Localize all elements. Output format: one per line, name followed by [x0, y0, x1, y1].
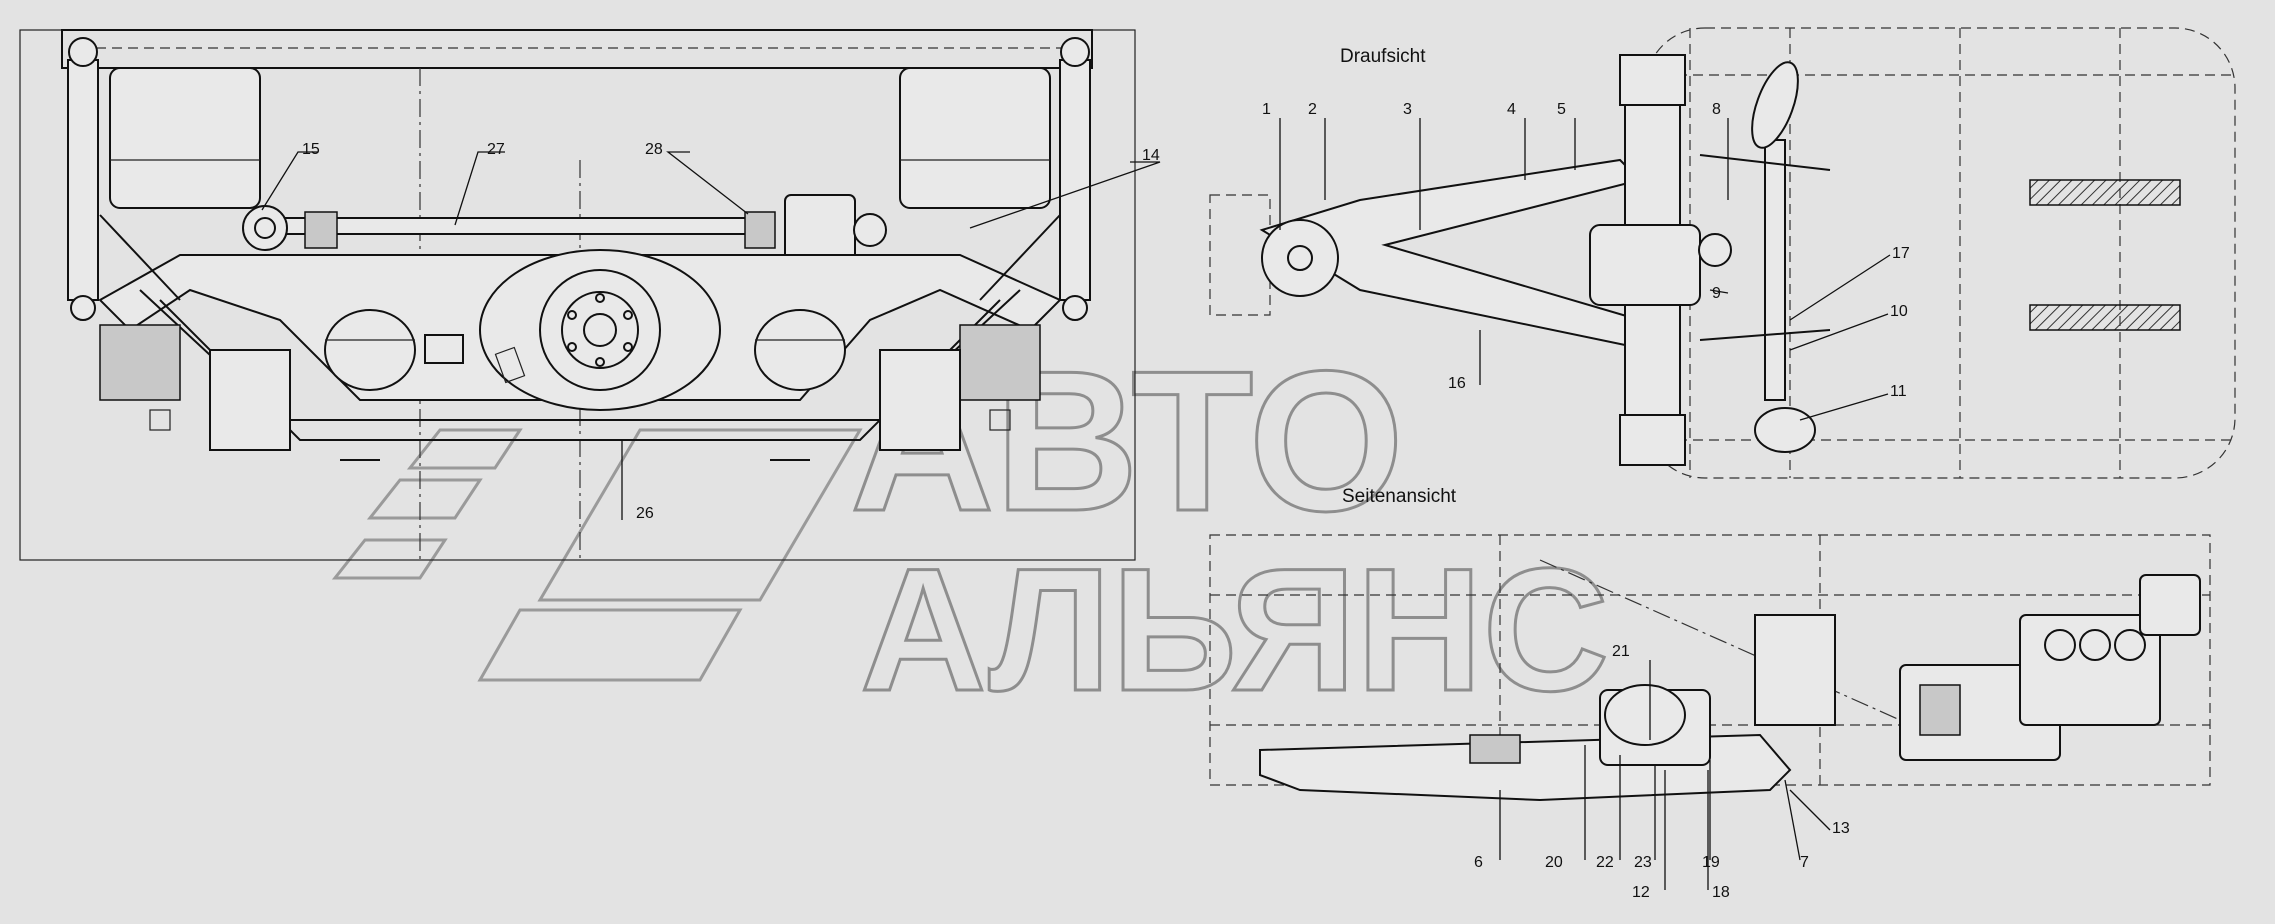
hub-upper	[1619, 54, 1686, 106]
engine-gearbox	[1899, 574, 2201, 761]
top-view-title: Draufsicht	[1340, 46, 1426, 67]
hub-lower	[1619, 414, 1686, 466]
callout-19: 19	[1702, 854, 1720, 871]
top-view: Draufsicht	[1209, 27, 2236, 479]
callout-8: 8	[1712, 101, 1721, 118]
air-spring-side	[1754, 614, 1836, 726]
watermark-line2: АЛЬЯНС	[860, 533, 1609, 728]
callout-2: 2	[1308, 101, 1317, 118]
differential-top	[1589, 224, 1701, 306]
callout-26: 26	[636, 505, 654, 522]
air-tank-right	[899, 67, 1051, 209]
callout-10: 10	[1890, 303, 1908, 320]
crossmember-lower	[2029, 304, 2181, 331]
callout-12: 12	[1632, 884, 1650, 901]
vehicle-frame-outline	[1644, 27, 2236, 479]
callout-13: 13	[1832, 820, 1850, 837]
callout-28: 28	[645, 141, 663, 158]
callout-22: 22	[1596, 854, 1614, 871]
callout-20: 20	[1545, 854, 1563, 871]
brake-chamber-right	[959, 324, 1041, 401]
rear-view	[19, 29, 1136, 561]
callout-16: 16	[1448, 375, 1466, 392]
callout-15: 15	[302, 141, 320, 158]
side-view: Seitenansicht	[1209, 486, 2211, 802]
side-view-title: Seitenansicht	[1342, 486, 1457, 507]
callout-3: 3	[1403, 101, 1412, 118]
callout-5: 5	[1557, 101, 1566, 118]
air-tank-left	[109, 67, 261, 209]
callout-18: 18	[1712, 884, 1730, 901]
a-frame-arm	[1259, 158, 1642, 347]
callout-14: 14	[1142, 147, 1160, 164]
chassis-top-rail	[61, 29, 1093, 69]
logo-stripes	[331, 428, 863, 682]
callout-27: 27	[487, 141, 505, 158]
callout-7: 7	[1800, 854, 1809, 871]
callout-6: 6	[1474, 854, 1483, 871]
crossmember-upper	[2029, 179, 2181, 206]
brake-chamber-left	[99, 324, 181, 401]
callout-11: 11	[1890, 383, 1907, 400]
frame-stub-left	[1209, 194, 1271, 316]
callout-1: 1	[1262, 101, 1271, 118]
callout-9: 9	[1712, 285, 1721, 302]
callout-21: 21	[1612, 643, 1630, 660]
callouts: 15 27 28 14 26 1 2 3 4 5 8 16 9 17 10 11…	[261, 101, 1910, 901]
callout-23: 23	[1634, 854, 1652, 871]
shock-absorber-left	[67, 59, 99, 301]
shock-absorber-right	[1059, 59, 1091, 301]
torque-rod	[1764, 139, 1786, 401]
callout-4: 4	[1507, 101, 1516, 118]
stabilizer-bar	[269, 217, 771, 235]
callout-17: 17	[1892, 245, 1910, 262]
